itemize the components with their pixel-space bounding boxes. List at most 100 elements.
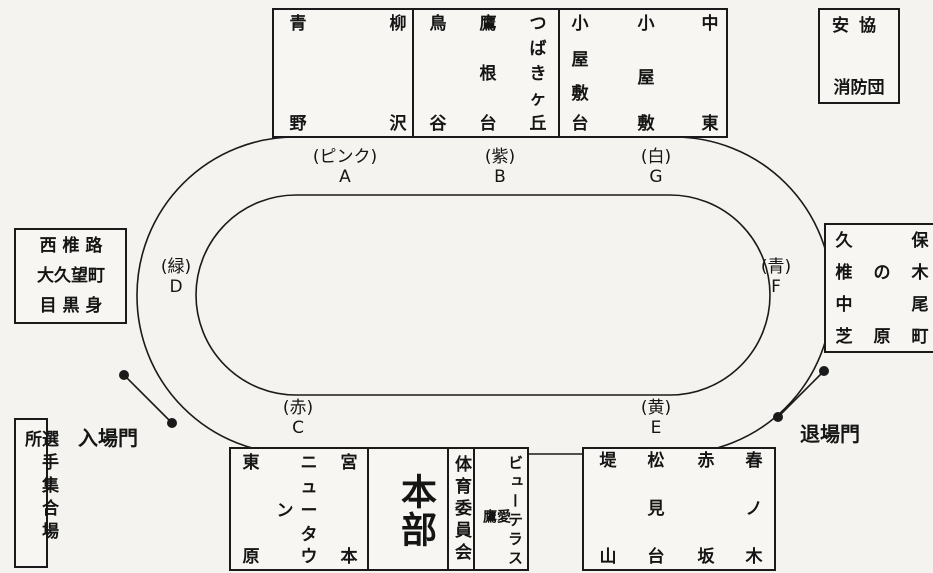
char: 坂 (697, 547, 715, 567)
top-group-ankyo-shobodan: 安協 消防団 (818, 8, 900, 104)
char: 敷 (571, 84, 589, 104)
top-group-koyashiki: 小 屋 敷 台 小 屋 敷 中 東 (558, 8, 728, 138)
char: 保 (911, 231, 929, 251)
char: 赤 (697, 451, 715, 471)
top-group-aono-yanagisawa: 青 野 柳 沢 (272, 8, 414, 138)
right-group-box: 久 保 椎 の 木 中 尾 芝 原 町 (824, 223, 933, 353)
cell-miyamoto: 宮 本 (323, 449, 369, 569)
cell-tsubakigaoka: つ ば き ヶ 丘 (514, 10, 560, 136)
exit-gate-post-bottom (773, 412, 783, 422)
ashitaka-label: 愛鷹 (481, 509, 511, 543)
track-letter-E: E (650, 418, 662, 438)
track-letter-A: A (339, 167, 351, 187)
char: ウ (300, 547, 318, 567)
track-letter-G: G (649, 167, 663, 187)
bottom-group-tsutsumiyama: 堤 山 松 見 台 赤 坂 春 ノ 木 (582, 447, 776, 571)
track-letter-C: C (292, 418, 304, 438)
char: 丘 (529, 114, 547, 134)
char: 久 (835, 231, 853, 251)
track-label-D: (緑) D (146, 257, 206, 297)
char: ー (300, 501, 318, 521)
cell-nakahigashi: 中 東 (674, 10, 728, 136)
exit-gate-post-top (819, 366, 829, 376)
char: 中 (835, 295, 853, 315)
char: 春 (745, 451, 763, 471)
left-row-3: 目 黒 身 (39, 296, 103, 316)
left-row-2: 大久望町 (37, 266, 105, 286)
char: 東 (242, 453, 260, 473)
beauty-terrace-label: ビューテラス (506, 455, 524, 569)
char: 小 (571, 14, 589, 34)
char: 見 (647, 499, 665, 519)
char: ニ (300, 453, 318, 473)
entrance-gate-post-bottom (167, 418, 177, 428)
bottom-group-ashitaka: 愛鷹 ビューテラス (473, 447, 529, 571)
char: 台 (571, 114, 589, 134)
char: 原 (873, 327, 891, 347)
char: タ (300, 525, 318, 545)
char: 屋 (637, 68, 655, 88)
track-letter-F: F (771, 277, 781, 297)
char: 堤 (599, 451, 617, 471)
char: 椎 (835, 263, 853, 283)
char: 敷 (637, 114, 655, 134)
track-color-D: (緑) (160, 257, 192, 277)
entrance-gate-post-top (119, 370, 129, 380)
left-group-box: 西 椎 路 大久望町 目 黒 身 (14, 228, 127, 324)
char: 中 (701, 14, 719, 34)
char: 台 (647, 547, 665, 567)
cell-higashihara: 東 原 (231, 449, 277, 569)
track-label-B: (紫) B (470, 147, 530, 187)
char: 本 (340, 547, 358, 567)
pe-committee-box: 体育委員会 (447, 447, 475, 571)
top-group-toriya-takane-tsubaki: 鳥 谷 鷹 根 台 つ ば き ヶ 丘 (412, 8, 560, 138)
athletes-gathering-box: 選手集合場所 (14, 418, 58, 568)
athletes-gathering-label: 選手集合場所 (21, 430, 58, 545)
cell-toriya: 鳥 谷 (414, 10, 464, 136)
char: 芝 (835, 327, 853, 347)
headquarters-box: 本部 (367, 447, 449, 571)
char: 山 (599, 547, 617, 567)
pe-committee-label: 体育委員会 (451, 455, 471, 565)
exit-gate-line (777, 370, 825, 418)
entrance-gate-label: 入場門 (78, 426, 138, 450)
track-color-A: (ピンク) (312, 147, 378, 167)
char: 原 (242, 547, 260, 567)
char: 鳥 (429, 14, 447, 34)
char: 台 (479, 114, 497, 134)
char: の (873, 263, 891, 283)
track-label-F: (青) F (746, 257, 806, 297)
track-color-F: (青) (760, 257, 792, 277)
char: 谷 (429, 114, 447, 134)
ankyo-label: 安協 (832, 16, 886, 36)
track-letter-D: D (169, 277, 183, 297)
track-label-E: (黄) E (626, 398, 686, 438)
track-letter-B: B (494, 167, 506, 187)
track-label-A: (ピンク) A (300, 147, 390, 187)
cell-aono: 青 野 (274, 10, 344, 136)
char: ば (529, 39, 547, 59)
char: 沢 (389, 114, 407, 134)
char: ノ (745, 499, 763, 519)
char: ン (276, 501, 294, 521)
char: ヶ (529, 89, 547, 109)
char: ュ (300, 477, 318, 497)
headquarters-label: 本部 (395, 473, 436, 549)
cell-takanedai: 鷹 根 台 (464, 10, 514, 136)
char: き (529, 64, 547, 84)
char: つ (529, 14, 547, 34)
char: 木 (911, 263, 929, 283)
char: 宮 (340, 453, 358, 473)
char: 東 (701, 114, 719, 134)
bottom-group-higashihara: 東 原 ニ ュ ー タ ウ ン 宮 本 (229, 447, 369, 571)
track-label-G: (白) G (626, 147, 686, 187)
shobodan-label: 消防団 (833, 78, 885, 98)
track-color-C: (赤) (282, 398, 314, 418)
cell-yanagisawa: 柳 沢 (344, 10, 414, 136)
entrance-gate-line (123, 374, 173, 424)
char: 野 (289, 114, 307, 134)
char: 小 (637, 14, 655, 34)
char: 屋 (571, 50, 589, 70)
char: 松 (647, 451, 665, 471)
char: 青 (289, 14, 307, 34)
